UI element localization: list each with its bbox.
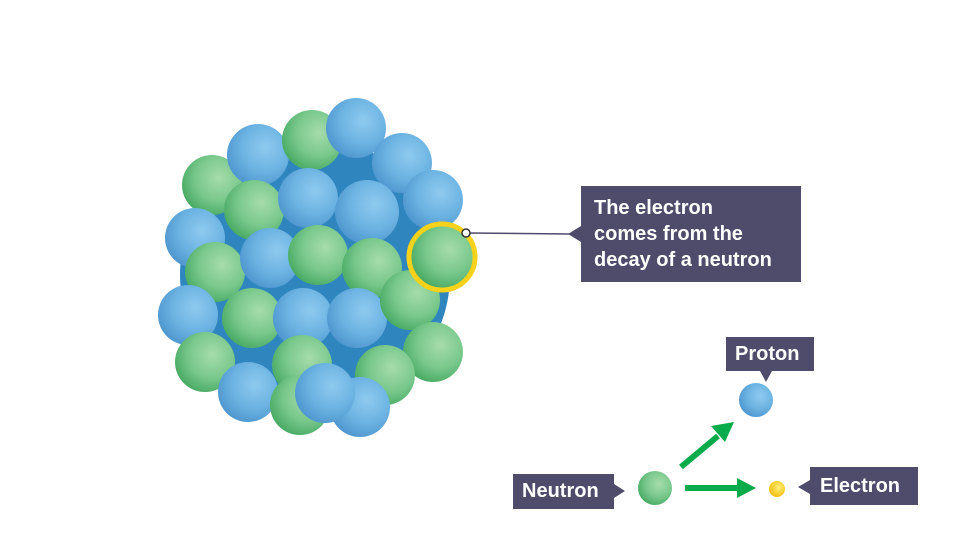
neutron-in-nucleus: [224, 180, 284, 240]
electron-particle: [769, 481, 785, 497]
electron-ball: [769, 481, 785, 497]
highlighted-neutron-ball: [411, 226, 473, 288]
proton-label-pointer: [760, 371, 772, 382]
highlighted-neutron: [406, 221, 478, 293]
leader-line: [465, 232, 571, 235]
arrow-to-proton-shaft: [679, 433, 720, 470]
neutron-in-nucleus: [403, 322, 463, 382]
electron-label-text: Electron: [820, 475, 901, 497]
proton-in-nucleus: [227, 124, 289, 186]
neutron-in-nucleus: [185, 242, 245, 302]
highlight-ring: [406, 221, 478, 293]
electron-label: Electron: [810, 467, 918, 505]
arrow-to-proton: [679, 422, 734, 470]
callout-box: The electron comes from the decay of a n…: [581, 186, 801, 282]
callout-line-3: decay of a neutron: [594, 249, 772, 271]
arrow-to-electron-head: [737, 478, 756, 498]
proton-in-nucleus: [327, 288, 387, 348]
neutron-ball: [638, 471, 672, 505]
neutron-in-nucleus: [175, 332, 235, 392]
neutron-in-nucleus: [288, 225, 348, 285]
leader-dot: [461, 228, 471, 238]
neutron-label-text: Neutron: [522, 480, 599, 502]
nucleons: [158, 98, 463, 437]
arrow-to-electron: [685, 478, 756, 498]
electron-label-pointer: [798, 480, 810, 494]
nucleus: [158, 98, 463, 437]
proton-in-nucleus: [273, 288, 333, 348]
callout-line-2: comes from the: [594, 223, 743, 245]
callout-leader: [461, 226, 581, 242]
proton-ball: [739, 383, 773, 417]
arrow-to-proton-head: [711, 422, 734, 442]
proton-in-nucleus: [326, 98, 386, 158]
callout-pointer: [568, 226, 581, 242]
proton-in-nucleus: [158, 285, 218, 345]
proton-in-nucleus: [240, 228, 300, 288]
neutron-particle: [638, 471, 672, 505]
proton-particle: [739, 383, 773, 417]
neutron-label: Neutron: [513, 474, 614, 509]
neutron-in-nucleus: [222, 288, 282, 348]
neutron-label-pointer: [614, 484, 625, 498]
proton-in-nucleus: [295, 363, 355, 423]
proton-in-nucleus: [218, 362, 278, 422]
proton-in-nucleus: [278, 168, 338, 228]
proton-in-nucleus: [335, 180, 399, 244]
proton-label-text: Proton: [735, 343, 800, 365]
proton-label: Proton: [726, 337, 814, 371]
proton-in-nucleus: [403, 170, 463, 230]
callout-line-1: The electron: [594, 197, 713, 219]
